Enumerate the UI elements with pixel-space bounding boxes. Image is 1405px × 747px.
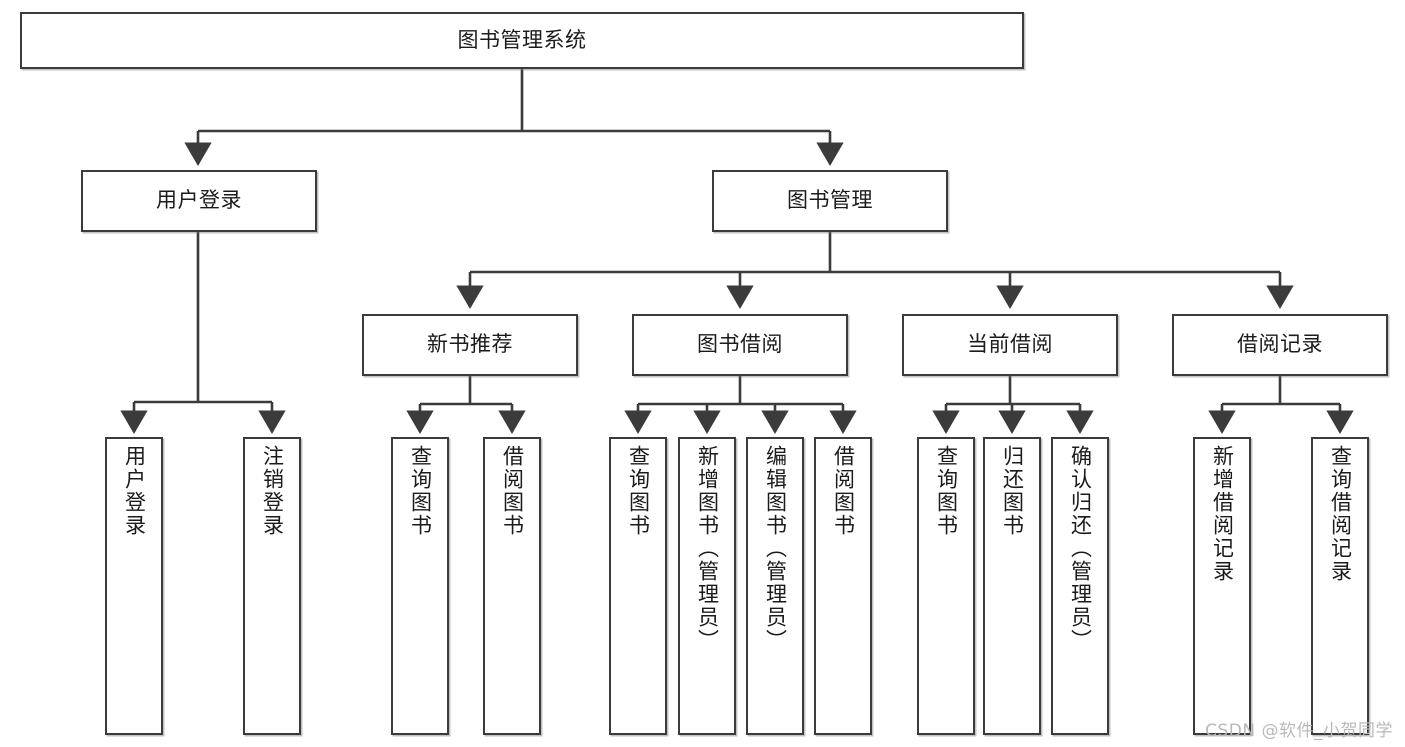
- node-root-label: 图书管理系统: [457, 27, 587, 52]
- node-book-management[interactable]: 图书管理: [712, 170, 948, 232]
- node-current-borrow[interactable]: 当前借阅: [902, 314, 1118, 376]
- node-user-login-label: 用户登录: [156, 188, 242, 213]
- leaf-current-return-book[interactable]: 归还图书: [983, 437, 1041, 735]
- leaf-current-return-book-label: 归还图书: [1000, 445, 1025, 537]
- node-book-management-label: 图书管理: [787, 188, 873, 213]
- leaf-recommend-query-book[interactable]: 查询图书: [391, 437, 449, 735]
- leaf-borrow-borrow-book-label: 借阅图书: [831, 445, 856, 537]
- leaf-user-login-signout[interactable]: 注销登录: [243, 437, 301, 735]
- leaf-record-query-record[interactable]: 查询借阅记录: [1311, 437, 1369, 735]
- leaf-recommend-borrow-book[interactable]: 借阅图书: [483, 437, 541, 735]
- node-borrow-record[interactable]: 借阅记录: [1172, 314, 1388, 376]
- node-current-borrow-label: 当前借阅: [967, 332, 1053, 357]
- leaf-current-confirm-return-label: 确认归还（管理员）: [1068, 445, 1093, 652]
- leaf-user-login-signout-label: 注销登录: [260, 445, 285, 537]
- leaf-current-confirm-return[interactable]: 确认归还（管理员）: [1051, 437, 1109, 735]
- leaf-record-add-record[interactable]: 新增借阅记录: [1193, 437, 1251, 735]
- leaf-user-login-signin[interactable]: 用户登录: [105, 437, 163, 735]
- leaf-user-login-signin-label: 用户登录: [122, 445, 147, 537]
- leaf-borrow-add-book[interactable]: 新增图书（管理员）: [678, 437, 736, 735]
- node-new-book-recommend[interactable]: 新书推荐: [362, 314, 578, 376]
- node-borrow-record-label: 借阅记录: [1237, 332, 1323, 357]
- node-book-borrow[interactable]: 图书借阅: [632, 314, 848, 376]
- leaf-borrow-borrow-book[interactable]: 借阅图书: [814, 437, 872, 735]
- leaf-recommend-query-book-label: 查询图书: [408, 445, 433, 537]
- leaf-borrow-query-book-label: 查询图书: [626, 445, 651, 537]
- leaf-borrow-add-book-label: 新增图书（管理员）: [695, 445, 720, 652]
- leaf-borrow-edit-book-label: 编辑图书（管理员）: [763, 445, 788, 652]
- node-book-borrow-label: 图书借阅: [697, 332, 783, 357]
- leaf-recommend-borrow-book-label: 借阅图书: [500, 445, 525, 537]
- leaf-record-add-record-label: 新增借阅记录: [1210, 445, 1235, 583]
- leaf-record-query-record-label: 查询借阅记录: [1328, 445, 1353, 583]
- node-user-login[interactable]: 用户登录: [81, 170, 317, 232]
- leaf-current-query-book[interactable]: 查询图书: [917, 437, 975, 735]
- node-root[interactable]: 图书管理系统: [20, 12, 1024, 69]
- node-new-book-recommend-label: 新书推荐: [427, 332, 513, 357]
- leaf-borrow-edit-book[interactable]: 编辑图书（管理员）: [746, 437, 804, 735]
- leaf-borrow-query-book[interactable]: 查询图书: [609, 437, 667, 735]
- leaf-current-query-book-label: 查询图书: [934, 445, 959, 537]
